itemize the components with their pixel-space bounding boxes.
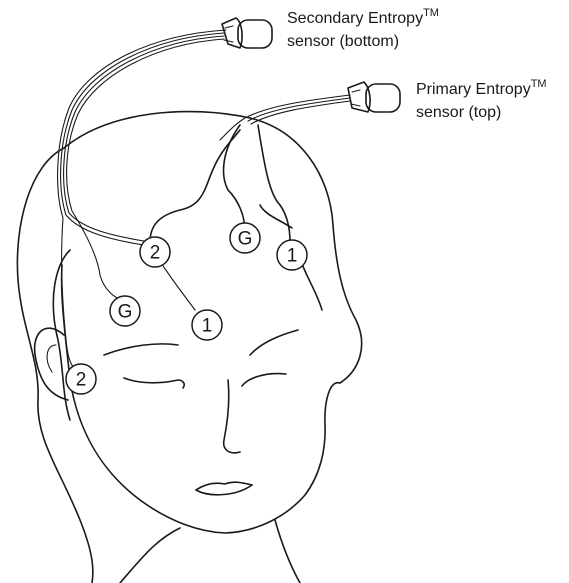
secondary-sensor-label: Secondary EntropyTM sensor (bottom) bbox=[287, 8, 439, 52]
secondary-sensor-name: Secondary EntropyTM bbox=[287, 8, 439, 31]
hair-strand-2 bbox=[224, 125, 245, 232]
ear-inner bbox=[47, 345, 56, 372]
left-eye bbox=[124, 378, 184, 388]
svg-text:2: 2 bbox=[76, 370, 87, 391]
secondary-connector bbox=[222, 18, 272, 48]
ear bbox=[35, 328, 68, 400]
upper-lip bbox=[196, 482, 252, 490]
chin-outline bbox=[120, 528, 180, 583]
trademark-mark: TM bbox=[531, 78, 547, 90]
primary-sensor-position: sensor (top) bbox=[416, 102, 547, 123]
electrode-secondary-2: 2 bbox=[66, 364, 96, 394]
neck-right bbox=[275, 520, 300, 583]
svg-text:1: 1 bbox=[287, 246, 298, 267]
electrode-secondary-1: 1 bbox=[192, 310, 222, 340]
primary-sensor-name: Primary EntropyTM bbox=[416, 79, 547, 102]
hair-top-curve bbox=[64, 112, 250, 148]
secondary-sensor-position: sensor (bottom) bbox=[287, 31, 439, 52]
primary-connector bbox=[348, 82, 400, 112]
right-eyebrow bbox=[250, 330, 298, 355]
electrode-primary-1: 1 bbox=[277, 240, 307, 270]
electrode-primary-g: G bbox=[230, 223, 260, 253]
electrode-primary-2: 2 bbox=[140, 237, 170, 267]
svg-text:1: 1 bbox=[202, 316, 213, 337]
left-eyebrow bbox=[104, 344, 178, 355]
svg-text:G: G bbox=[118, 302, 133, 323]
primary-sensor-label: Primary EntropyTM sensor (top) bbox=[416, 79, 547, 123]
trademark-mark: TM bbox=[423, 7, 439, 19]
hair-strand-4 bbox=[260, 205, 292, 228]
svg-text:G: G bbox=[238, 229, 253, 250]
right-eye bbox=[242, 374, 286, 386]
svg-text:2: 2 bbox=[150, 243, 161, 264]
nose bbox=[224, 380, 240, 453]
electrode-secondary-g: G bbox=[110, 296, 140, 326]
